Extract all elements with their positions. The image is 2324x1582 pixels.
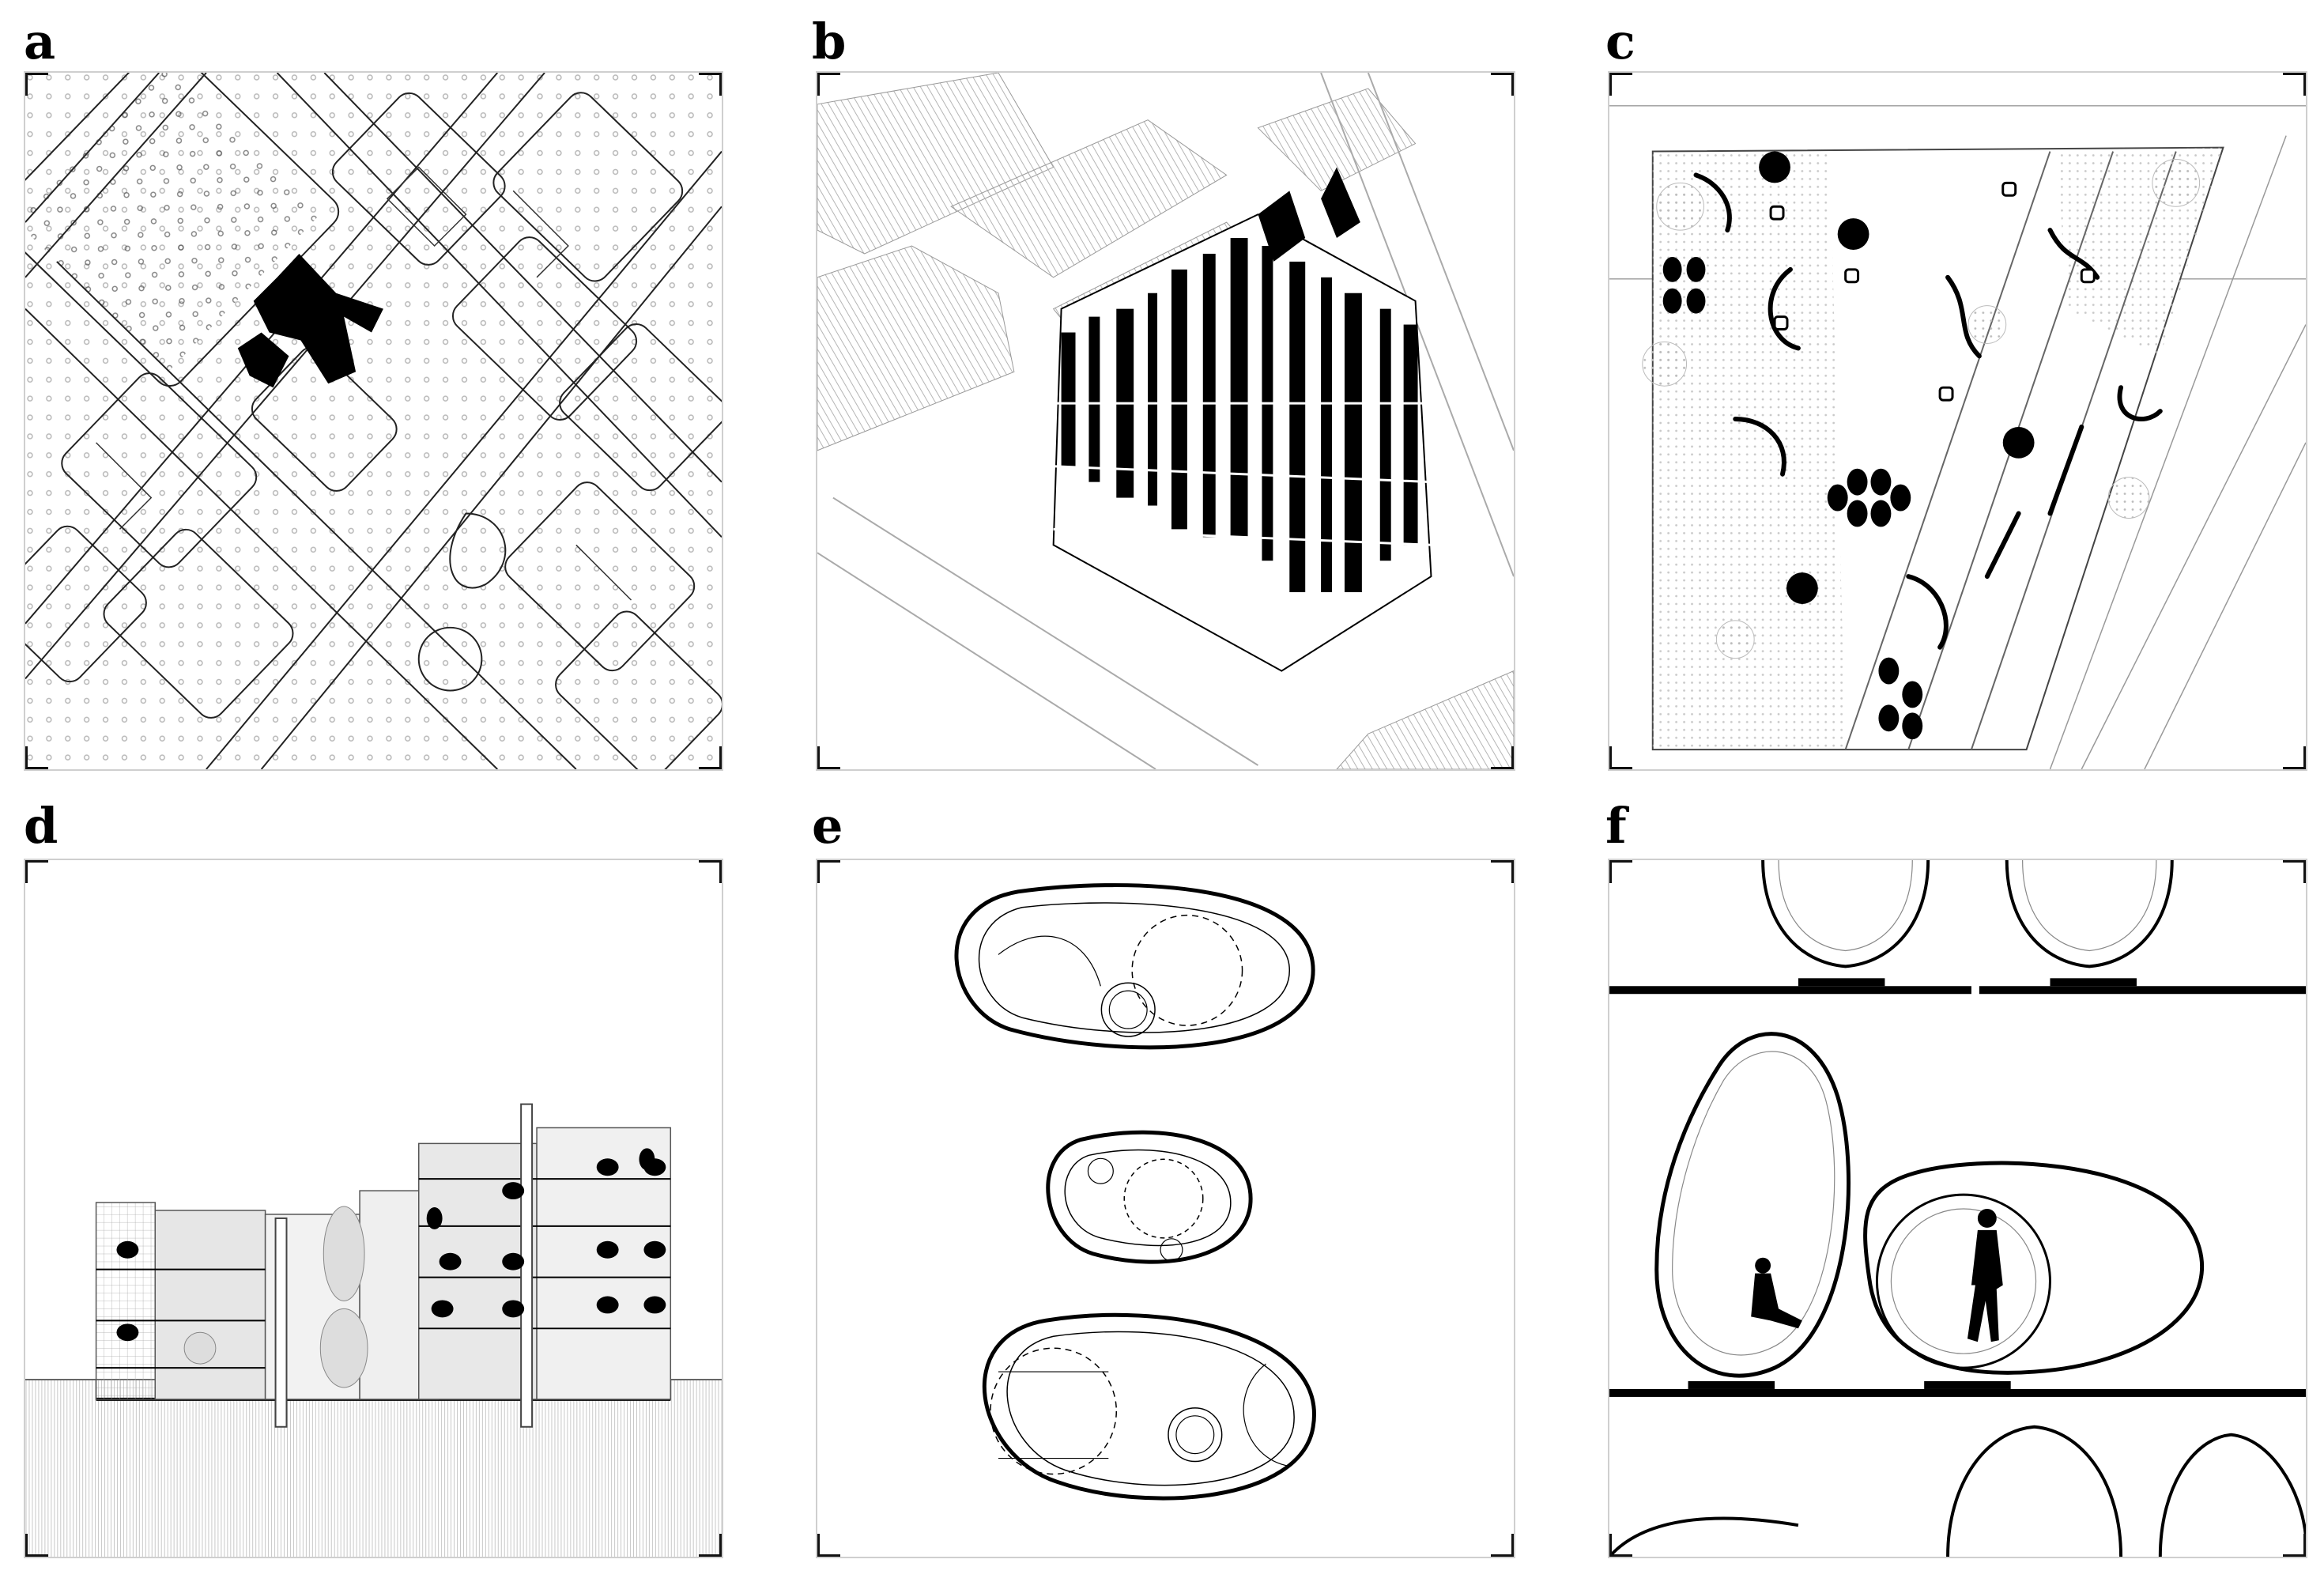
panel-label-b: b: [812, 13, 847, 70]
panel-b-axonometric: [816, 71, 1515, 771]
pod-plans-drawing: [954, 883, 1316, 1501]
panel-c-floor-plan: [1608, 71, 2307, 771]
panel-d-elevation: [24, 859, 723, 1558]
panel-label-c: c: [1605, 13, 1635, 70]
panel-label-a: a: [24, 13, 56, 70]
panel-f-pod-sections: [1608, 859, 2307, 1558]
panel-label-d: d: [24, 797, 58, 855]
axonometric-drawing: [817, 73, 1514, 769]
elevation-drawing: [25, 1103, 722, 1557]
pod-sections-drawing: [1609, 860, 2306, 1557]
floor-plan-drawing: [1609, 105, 2306, 769]
site-plan-drawing: [25, 73, 722, 769]
panel-label-e: e: [812, 797, 843, 855]
panel-a-site-plan: [24, 71, 723, 771]
panel-e-pod-plans: [816, 859, 1515, 1558]
panel-label-f: f: [1605, 797, 1627, 855]
